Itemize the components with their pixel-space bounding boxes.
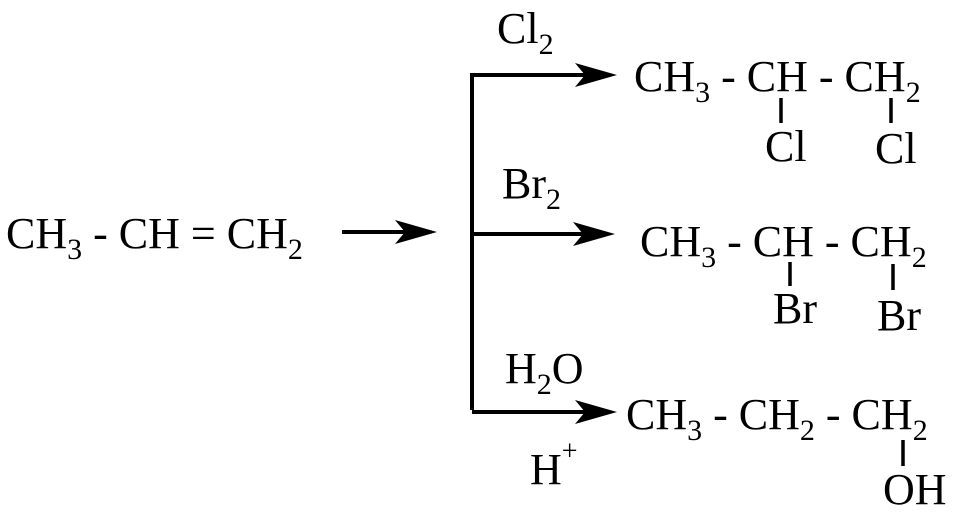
substituent-cl-c2: Cl [765,122,807,171]
arrow-br2-head [573,222,615,246]
reagent-cl2: Cl2 [497,4,554,61]
substituent-br-c2: Br [773,284,817,333]
reagent-acid-catalyst: H+ [530,436,578,494]
substituent-cl-c1: Cl [875,124,917,173]
product-dibromopropane: CH3 - CH - CH2 [640,217,927,274]
reagent-br2: Br2 [502,159,561,216]
reagent-water: H2O [505,344,584,401]
substituent-br-c1: Br [877,291,921,340]
substituent-oh: OH [883,465,947,513]
product-dichloropropane: CH3 - CH - CH2 [634,52,921,109]
product-propanol: CH3 - CH2 - CH2 [626,390,928,447]
arrow-h2o-head [575,400,617,424]
arrow-cl2-head [575,63,617,87]
main-arrow-head [395,220,437,244]
reactant-formula: CH3 - CH = CH2 [6,209,303,266]
